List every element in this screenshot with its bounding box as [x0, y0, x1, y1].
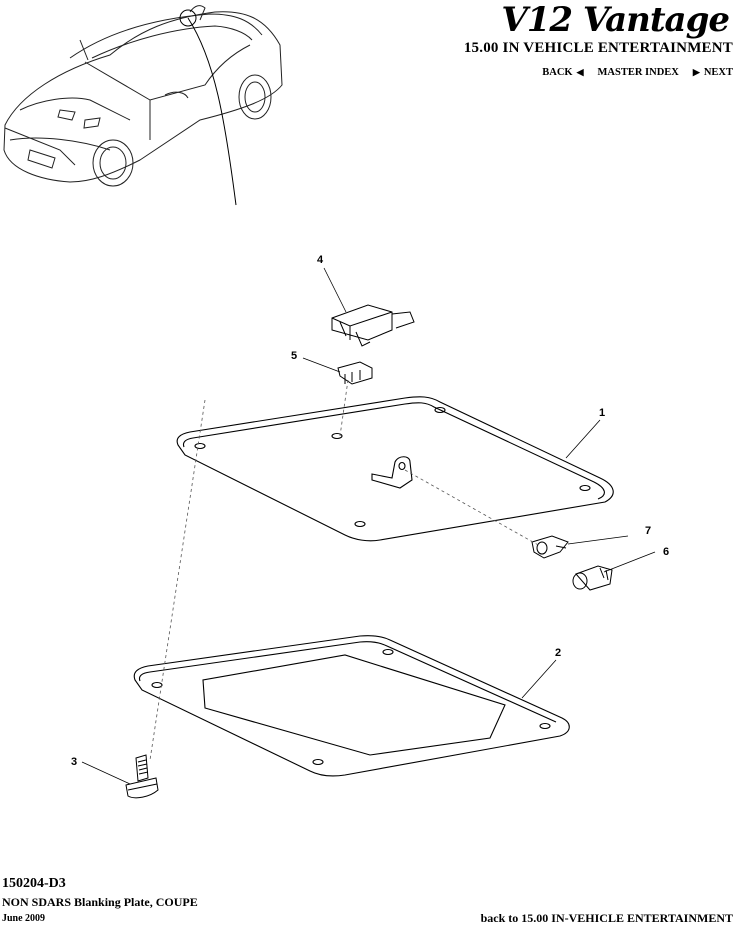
- next-link[interactable]: ▶ NEXT: [693, 67, 733, 78]
- callout-leaders: [81, 267, 656, 785]
- back-to-section-link[interactable]: back to 15.00 IN-VEHICLE ENTERTAINMENT: [480, 911, 733, 925]
- back-label: BACK: [542, 67, 573, 78]
- callout-1: 1: [599, 407, 605, 419]
- triangle-right-icon: ▶: [692, 67, 700, 77]
- next-label: NEXT: [703, 67, 733, 78]
- part-5-clip: [337, 361, 373, 385]
- callout-3: 3: [71, 756, 77, 768]
- callout-2: 2: [555, 647, 561, 659]
- assembly-lines: [149, 379, 541, 761]
- callout-7: 7: [645, 525, 651, 537]
- roof-location-marker: [179, 9, 197, 27]
- back-link[interactable]: BACK ◀: [542, 67, 583, 78]
- brand-logo: V12 Vantage: [501, 0, 730, 40]
- callout-5: 5: [291, 350, 297, 362]
- master-index-link[interactable]: MASTER INDEX: [598, 67, 679, 78]
- part-3-bolt: [125, 754, 159, 799]
- car-illustration: [3, 5, 283, 187]
- diagram-date: June 2009: [2, 913, 46, 924]
- part-7-bracket-clip: [531, 535, 569, 559]
- section-title: 15.00 IN VEHICLE ENTERTAINMENT: [463, 40, 733, 56]
- triangle-left-icon: ◀: [576, 67, 584, 77]
- car-leader-line: [187, 17, 237, 206]
- diagram-description: NON SDARS Blanking Plate, COUPE: [2, 895, 198, 909]
- diagram-code: 150204-D3: [2, 876, 66, 891]
- callout-4: 4: [317, 254, 324, 266]
- part-6-plug: [572, 565, 613, 591]
- nav-bar: BACK ◀ MASTER INDEX ▶ NEXT: [542, 67, 733, 78]
- part-2-gasket: [133, 635, 570, 777]
- callout-6: 6: [663, 546, 669, 558]
- master-index-label: MASTER INDEX: [597, 67, 679, 78]
- part-4-connector: [331, 304, 415, 347]
- part-1-blanking-plate: [176, 396, 614, 542]
